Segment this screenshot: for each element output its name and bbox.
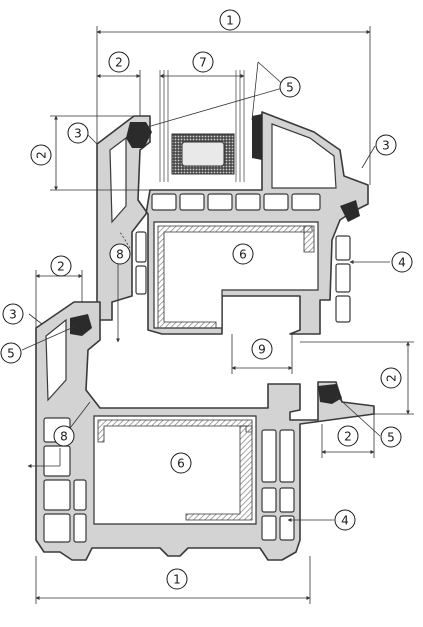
svg-text:2: 2	[35, 151, 49, 159]
callout-1-bottom: 1	[166, 568, 188, 590]
callout-7-glass-width: 7	[192, 51, 214, 73]
svg-text:8: 8	[60, 430, 68, 444]
svg-text:4: 4	[341, 514, 349, 528]
dimension-lines	[27, 26, 414, 604]
svg-text:5: 5	[286, 81, 294, 95]
svg-text:3: 3	[74, 127, 82, 141]
svg-text:8: 8	[116, 248, 124, 262]
callout-2-glazing-left: 2	[108, 51, 130, 73]
callout-5-glazing-bead: 5	[279, 76, 301, 98]
svg-text:3: 3	[382, 139, 390, 153]
callout-1-top: 1	[219, 9, 241, 31]
svg-text:9: 9	[258, 343, 266, 357]
svg-text:2: 2	[115, 56, 123, 70]
svg-text:7: 7	[199, 56, 207, 70]
callout-9-rebate: 9	[251, 338, 273, 360]
svg-text:2: 2	[57, 260, 65, 274]
svg-text:4: 4	[398, 256, 406, 270]
callout-6-upper-reinforcement: 6	[232, 243, 254, 265]
callout-5-frame-seal-left: 5	[0, 342, 22, 364]
callout-2-frame-left: 2	[50, 255, 72, 277]
svg-text:1: 1	[173, 573, 181, 587]
callout-2-sash-height: 2	[30, 144, 52, 166]
callout-6-lower-reinforcement: 6	[170, 452, 192, 474]
svg-text:6: 6	[177, 457, 185, 471]
callout-3-sash-top-right: 3	[375, 134, 397, 156]
gasket-seals	[70, 114, 360, 404]
callout-3-frame-left: 3	[2, 303, 24, 325]
callout-3-sash-top-left: 3	[67, 122, 89, 144]
svg-text:2: 2	[385, 374, 399, 382]
glass-spacer	[171, 133, 235, 175]
sash-chambers	[109, 123, 351, 323]
callout-8-upper-drain: 8	[109, 243, 131, 265]
callout-2-frame-right-height: 2	[380, 367, 402, 389]
callouts: 1 2 7 5 3 2 3 8 6 4 2 3 5 9 2 2 5 8 6 4 …	[0, 9, 413, 590]
frame-chambers	[43, 318, 295, 543]
callout-4-lower-chambers: 4	[334, 509, 356, 531]
svg-text:3: 3	[9, 308, 17, 322]
callout-5-frame-seal-right: 5	[380, 426, 402, 448]
sash-reinforcement	[153, 221, 319, 329]
svg-text:5: 5	[387, 431, 395, 445]
callout-2-frame-right-width: 2	[337, 425, 359, 447]
svg-text:1: 1	[226, 14, 234, 28]
callout-4-upper-chambers: 4	[391, 251, 413, 273]
svg-text:6: 6	[239, 248, 247, 262]
callout-8-lower-drain: 8	[53, 425, 75, 447]
svg-text:5: 5	[7, 347, 15, 361]
glazing-unit	[159, 70, 245, 182]
svg-text:2: 2	[344, 430, 352, 444]
